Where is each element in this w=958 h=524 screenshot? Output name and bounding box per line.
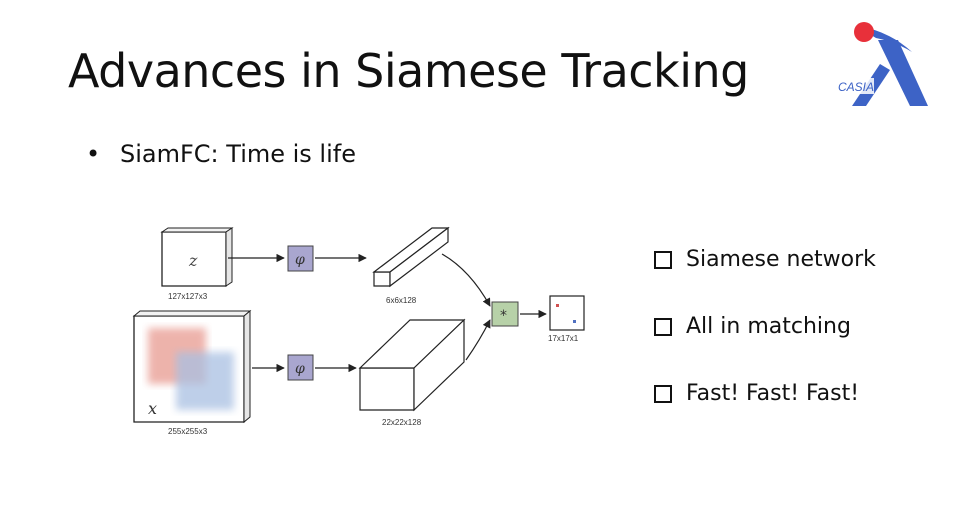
logo-text: CASIA <box>838 80 874 94</box>
checklist-item: Fast! Fast! Fast! <box>654 377 876 410</box>
cross-correlation-box: * <box>491 301 519 327</box>
checkbox-icon <box>654 317 672 336</box>
exemplar-symbol: z <box>188 251 198 270</box>
exemplar-image: z <box>160 227 234 287</box>
exemplar-size-label: 127x127x3 <box>168 292 208 301</box>
search-image: x <box>132 309 252 424</box>
phi-box-bottom: φ <box>287 354 314 381</box>
checkbox-icon <box>654 250 672 269</box>
checklist-item: All in matching <box>654 310 876 343</box>
siamfc-diagram: z 127x127x3 x 255x255x3 φ φ <box>132 226 585 436</box>
arrow-feat-bottom-to-xcorr <box>465 319 491 361</box>
checklist-item-label: All in matching <box>686 314 851 339</box>
exemplar-feature-block <box>372 226 450 288</box>
phi-symbol-bottom: φ <box>295 361 305 377</box>
logo-leg-right <box>878 40 928 106</box>
search-feature-size-label: 22x22x128 <box>382 418 422 427</box>
bullet-text: SiamFC: Time is life <box>120 140 356 168</box>
slide-title: Advances in Siamese Tracking <box>68 44 749 98</box>
phi-box-top: φ <box>287 245 314 272</box>
bullet-dot-icon: • <box>86 140 101 168</box>
exemplar-feature-size-label: 6x6x128 <box>386 296 417 305</box>
logo-red-dot <box>854 22 874 42</box>
search-size-label: 255x255x3 <box>168 427 208 436</box>
feature-checklist: Siamese network All in matching Fast! Fa… <box>654 243 876 444</box>
casia-logo: CASIA <box>834 22 928 106</box>
bullet-item: • SiamFC: Time is life <box>86 140 356 168</box>
checkbox-icon <box>654 384 672 403</box>
search-symbol: x <box>148 399 157 418</box>
score-map <box>549 295 585 331</box>
logo-label-bg <box>834 78 874 94</box>
phi-symbol-top: φ <box>295 252 305 268</box>
search-region-blue <box>176 352 234 410</box>
checklist-item-label: Fast! Fast! Fast! <box>686 381 860 406</box>
checklist-item: Siamese network <box>654 243 876 276</box>
checklist-item-label: Siamese network <box>686 247 876 272</box>
xcorr-symbol: * <box>500 308 507 324</box>
arrow-feat-top-to-xcorr <box>441 253 491 307</box>
score-peak-red <box>556 304 559 307</box>
score-peak-blue <box>573 320 576 323</box>
score-map-size-label: 17x17x1 <box>548 334 579 343</box>
search-feature-block <box>358 318 466 412</box>
